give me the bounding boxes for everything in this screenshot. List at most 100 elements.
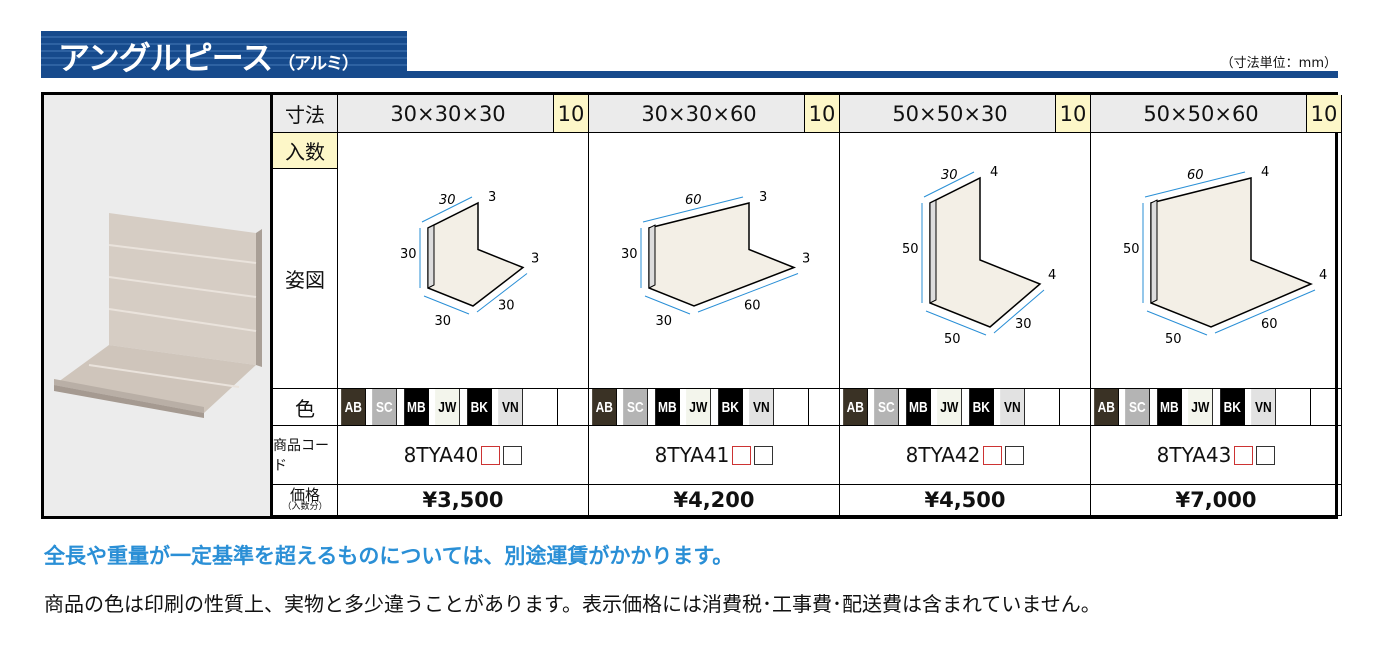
product-code: 8TYA40	[403, 443, 479, 467]
color-swatch-empty	[809, 389, 841, 425]
height-label: 50	[902, 242, 919, 257]
label-quantity: 入数	[273, 133, 338, 169]
height-label: 30	[400, 247, 417, 262]
depth-right-label: 30	[498, 298, 515, 313]
color-code-box	[983, 445, 1003, 465]
angle-edge	[427, 224, 435, 289]
color-code-box	[1005, 445, 1025, 465]
code-cell: 8TYA43	[1091, 426, 1342, 485]
depth-right-label: 30	[1015, 317, 1032, 332]
code-cell: 8TYA41	[589, 426, 840, 485]
color-swatch-vn: VN	[749, 389, 775, 425]
color-swatch-ab: AB	[843, 389, 869, 425]
height-label: 50	[1123, 242, 1140, 257]
top-thickness-label: 3	[488, 190, 496, 205]
size-cell: 50×50×60 10	[1091, 95, 1342, 133]
depth-right-label: 60	[744, 298, 761, 313]
product-code: 8TYA43	[1156, 443, 1232, 467]
angle-edge	[1150, 199, 1158, 304]
size-text: 50×50×30	[892, 101, 1008, 126]
bottom-thickness-label: 4	[1319, 268, 1327, 283]
top-thickness-label: 4	[990, 165, 998, 180]
color-code-box	[1256, 445, 1276, 465]
color-swatch-empty	[777, 389, 809, 425]
unit-note: （寸法単位：mm）	[1220, 56, 1337, 71]
label-code: 商品コード	[273, 426, 338, 485]
bottom-thickness-label: 4	[1048, 268, 1056, 283]
color-swatch-mb: MB	[1156, 389, 1183, 425]
disclaimer-note: 商品の色は印刷の性質上、実物と多少違うことがあります。表示価格には消費税･工事費…	[44, 592, 1101, 616]
color-swatch-bk: BK	[968, 389, 994, 425]
color-swatch-sc: SC	[1125, 389, 1151, 425]
depth-left-label: 50	[1165, 332, 1182, 347]
label-price-sub: （入数分）	[282, 502, 328, 512]
color-code-box	[754, 445, 774, 465]
quantity-badge: 10	[1055, 95, 1090, 132]
color-code-box	[1234, 445, 1254, 465]
price: ¥3,500	[422, 488, 504, 512]
color-swatch-empty	[526, 389, 558, 425]
title-text: アングルピース	[58, 39, 273, 77]
label-color: 色	[273, 389, 338, 426]
quantity-badge: 10	[804, 95, 839, 132]
diagram-cell: 30 3 30 30 30 3	[338, 133, 589, 389]
color-swatch-empty	[1060, 389, 1092, 425]
color-swatch-empty	[1028, 389, 1060, 425]
color-swatch-empty	[1311, 389, 1343, 425]
color-swatch-ab: AB	[341, 389, 367, 425]
angle-shape	[648, 202, 797, 307]
depth-left-label: 50	[944, 332, 961, 347]
color-swatch-empty	[558, 389, 590, 425]
color-code-box	[732, 445, 752, 465]
page-title: アングルピース（アルミ）	[58, 33, 359, 79]
title-banner	[41, 31, 407, 71]
color-swatch-jw: JW	[1188, 389, 1214, 425]
code-cell: 8TYA42	[840, 426, 1091, 485]
angle-diagram: 60 3 30 30 60 3	[621, 190, 810, 329]
product-code: 8TYA42	[905, 443, 981, 467]
size-cell: 30×30×60 10	[589, 95, 840, 133]
width-label: 60	[1187, 168, 1204, 183]
top-thickness-label: 3	[759, 190, 767, 205]
diagram-cell: 60 4 50 50 60 4	[1091, 133, 1342, 389]
price: ¥4,200	[673, 488, 755, 512]
angle-edge	[648, 224, 656, 289]
size-text: 50×50×60	[1143, 101, 1259, 126]
color-swatch-bk: BK	[466, 389, 492, 425]
price-cell: ¥4,500	[840, 485, 1091, 516]
color-swatch-sc: SC	[874, 389, 900, 425]
color-swatch-bk: BK	[717, 389, 743, 425]
color-swatch-jw: JW	[937, 389, 963, 425]
top-thickness-label: 4	[1261, 165, 1269, 180]
color-swatch-ab: AB	[592, 389, 618, 425]
color-swatch-ab: AB	[1094, 389, 1120, 425]
price-cell: ¥3,500	[338, 485, 589, 516]
price-cell: ¥7,000	[1091, 485, 1342, 516]
price: ¥4,500	[924, 488, 1006, 512]
color-swatch-jw: JW	[435, 389, 461, 425]
title-rule	[41, 71, 1338, 78]
code-cell: 8TYA40	[338, 426, 589, 485]
quantity-badge: 10	[1306, 95, 1341, 132]
height-label: 30	[621, 247, 638, 262]
color-swatch-vn: VN	[498, 389, 524, 425]
color-swatch-mb: MB	[905, 389, 932, 425]
size-text: 30×30×60	[641, 101, 757, 126]
angle-shape	[929, 176, 1042, 328]
diagram-cell: 30 4 50 50 30 4	[840, 133, 1091, 389]
label-price-text: 価格	[289, 486, 320, 504]
width-label: 30	[439, 193, 456, 208]
angle-diagram: 30 4 50 50 30 4	[902, 165, 1056, 347]
depth-right-label: 60	[1261, 317, 1278, 332]
color-swatch-sc: SC	[372, 389, 398, 425]
price: ¥7,000	[1175, 488, 1257, 512]
angle-shape	[1150, 177, 1313, 328]
angle-diagram: 30 3 30 30 30 3	[400, 190, 539, 329]
quantity-badge: 10	[553, 95, 588, 132]
product-code: 8TYA41	[654, 443, 730, 467]
label-dimension: 寸法	[273, 95, 338, 133]
